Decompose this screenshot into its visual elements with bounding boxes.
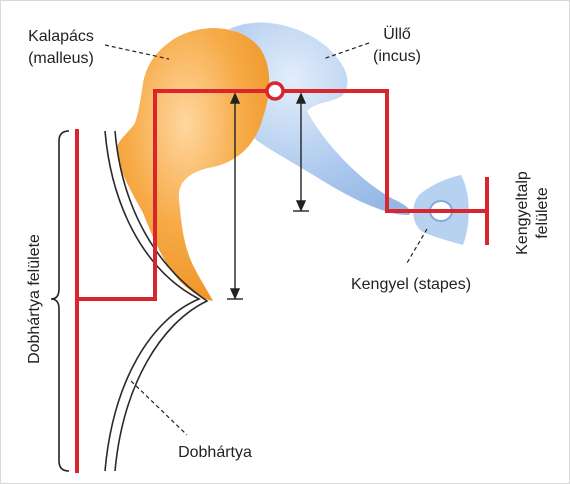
lever-pivot: [265, 81, 285, 101]
leader-lines: [104, 42, 428, 436]
eardrum-label: Dobhártya: [178, 444, 252, 461]
eardrum-membrane-inner: [114, 130, 209, 472]
footplate-surface-label-2: felülete: [534, 187, 551, 239]
malleus-label: Kalapács: [28, 28, 94, 45]
malleus-latin-label: (malleus): [28, 50, 94, 67]
incus-latin-label: (incus): [373, 48, 421, 65]
incus-shape: [229, 22, 411, 216]
eardrum-surface-bracket: [50, 130, 70, 472]
eardrum-surface-label: Dobhártya felülete: [26, 234, 43, 364]
malleus-shape: [116, 28, 270, 301]
lever-arm-arrows: [227, 92, 309, 300]
footplate-surface-label-1: Kengyeltalp: [514, 171, 531, 255]
stapes-label: Kengyel (stapes): [351, 276, 471, 293]
incus-label: Üllő: [383, 25, 411, 43]
eardrum-membrane: [104, 130, 201, 472]
